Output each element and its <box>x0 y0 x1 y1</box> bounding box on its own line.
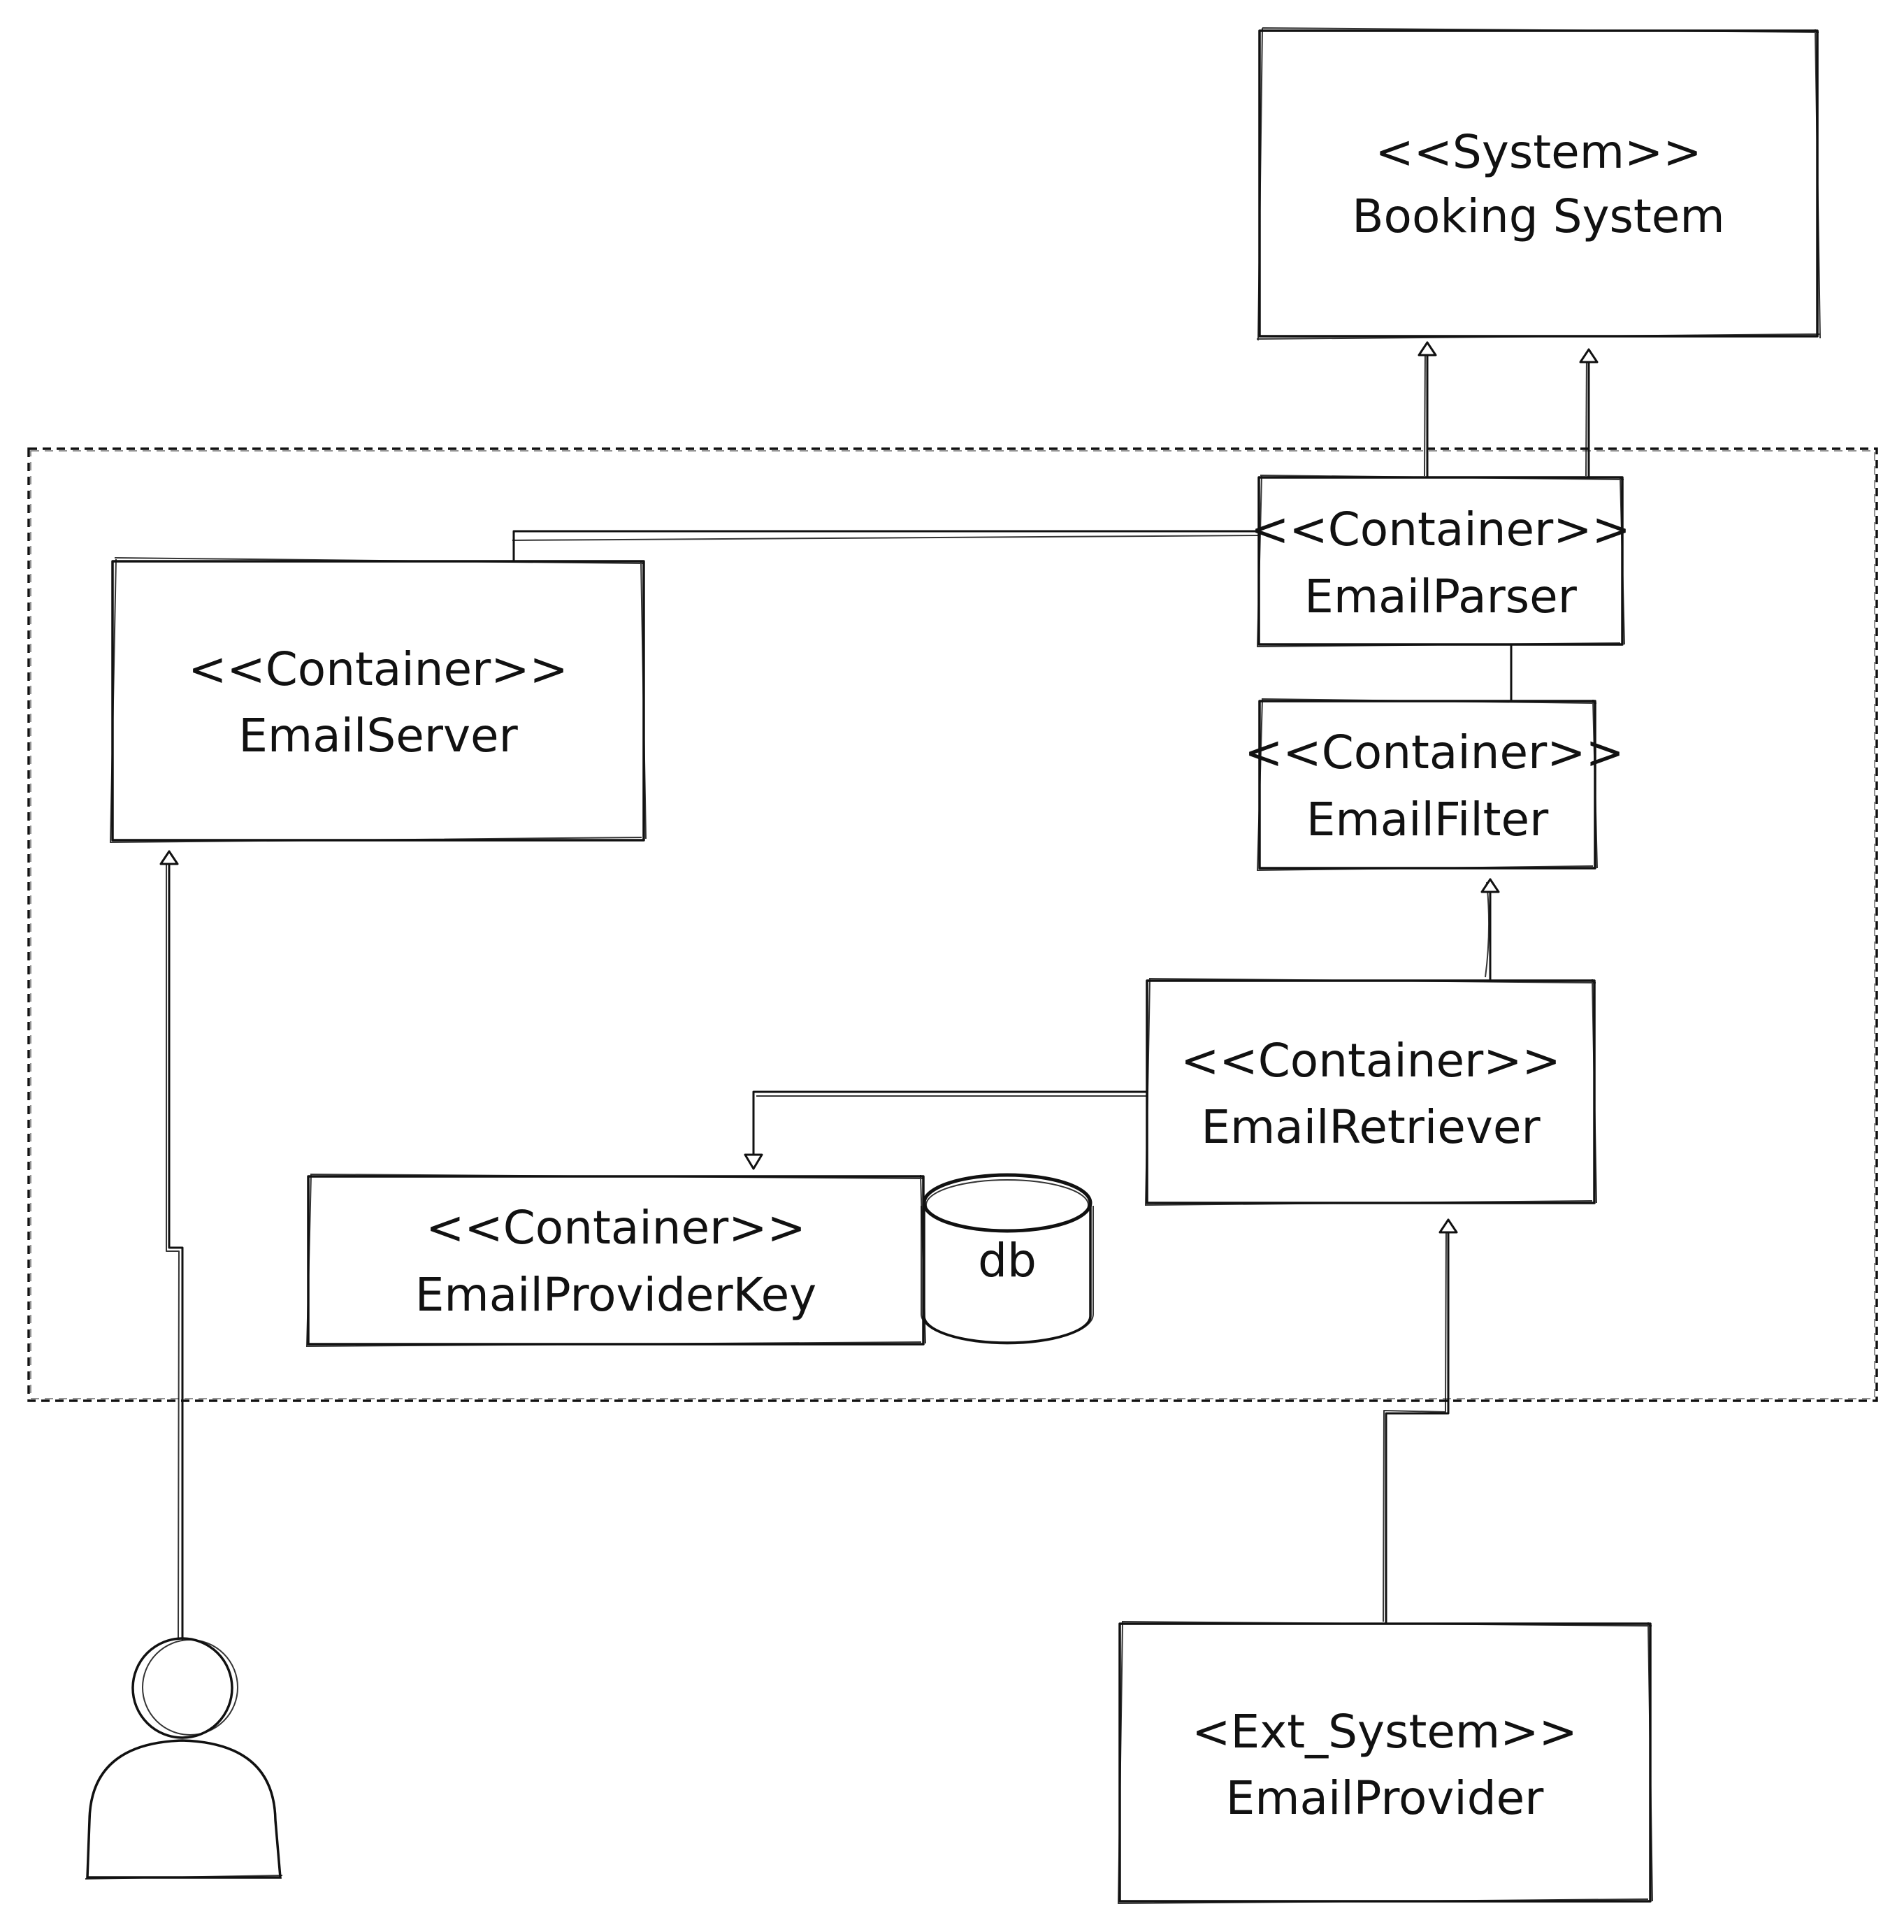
connector-user-to-server <box>159 850 184 1641</box>
email-parser-box[interactable]: <<Container>> EmailParser <box>1250 475 1631 648</box>
booking-system-stereotype: <<System>> <box>1375 125 1701 179</box>
user-actor-icon[interactable] <box>85 1637 283 1880</box>
connector-retriever-to-providerkey <box>744 1090 1148 1170</box>
email-parser-name: EmailParser <box>1304 570 1578 623</box>
email-provider-stereotype: <Ext_System>> <box>1192 1705 1578 1759</box>
connector-parser-to-booking-1 <box>1418 341 1437 479</box>
email-retriever-box[interactable]: <<Container>> EmailRetriever <box>1144 978 1597 1206</box>
email-filter-name: EmailFilter <box>1306 793 1549 846</box>
email-retriever-name: EmailRetriever <box>1201 1100 1541 1154</box>
email-provider-name: EmailProvider <box>1226 1771 1545 1825</box>
email-provider-key-box[interactable]: <<Container>> EmailProviderKey <box>305 1174 926 1348</box>
email-provider-key-stereotype: <<Container>> <box>426 1201 806 1255</box>
email-server-name: EmailServer <box>238 709 518 763</box>
system-boundary <box>27 447 1878 1402</box>
email-parser-stereotype: <<Container>> <box>1250 503 1631 556</box>
email-server-box[interactable]: <<Container>> EmailServer <box>110 557 647 844</box>
email-provider-key-name: EmailProviderKey <box>415 1268 817 1322</box>
database-cylinder[interactable]: db <box>921 1173 1094 1345</box>
connector-parser-to-server <box>512 530 1260 563</box>
database-label: db <box>978 1234 1037 1288</box>
connector-provider-to-retriever <box>1383 1218 1458 1625</box>
booking-system-box[interactable]: <<System>> Booking System <box>1256 27 1821 341</box>
email-provider-box[interactable]: <Ext_System>> EmailProvider <box>1117 1621 1653 1905</box>
email-filter-stereotype: <<Container>> <box>1244 726 1624 779</box>
connector-retriever-to-filter <box>1480 878 1500 982</box>
booking-system-name: Booking System <box>1352 189 1724 243</box>
email-retriever-stereotype: <<Container>> <box>1181 1034 1561 1088</box>
email-server-stereotype: <<Container>> <box>188 642 568 696</box>
connector-parser-to-booking-2 <box>1579 348 1599 479</box>
email-filter-box[interactable]: <<Container>> EmailFilter <box>1244 698 1624 872</box>
